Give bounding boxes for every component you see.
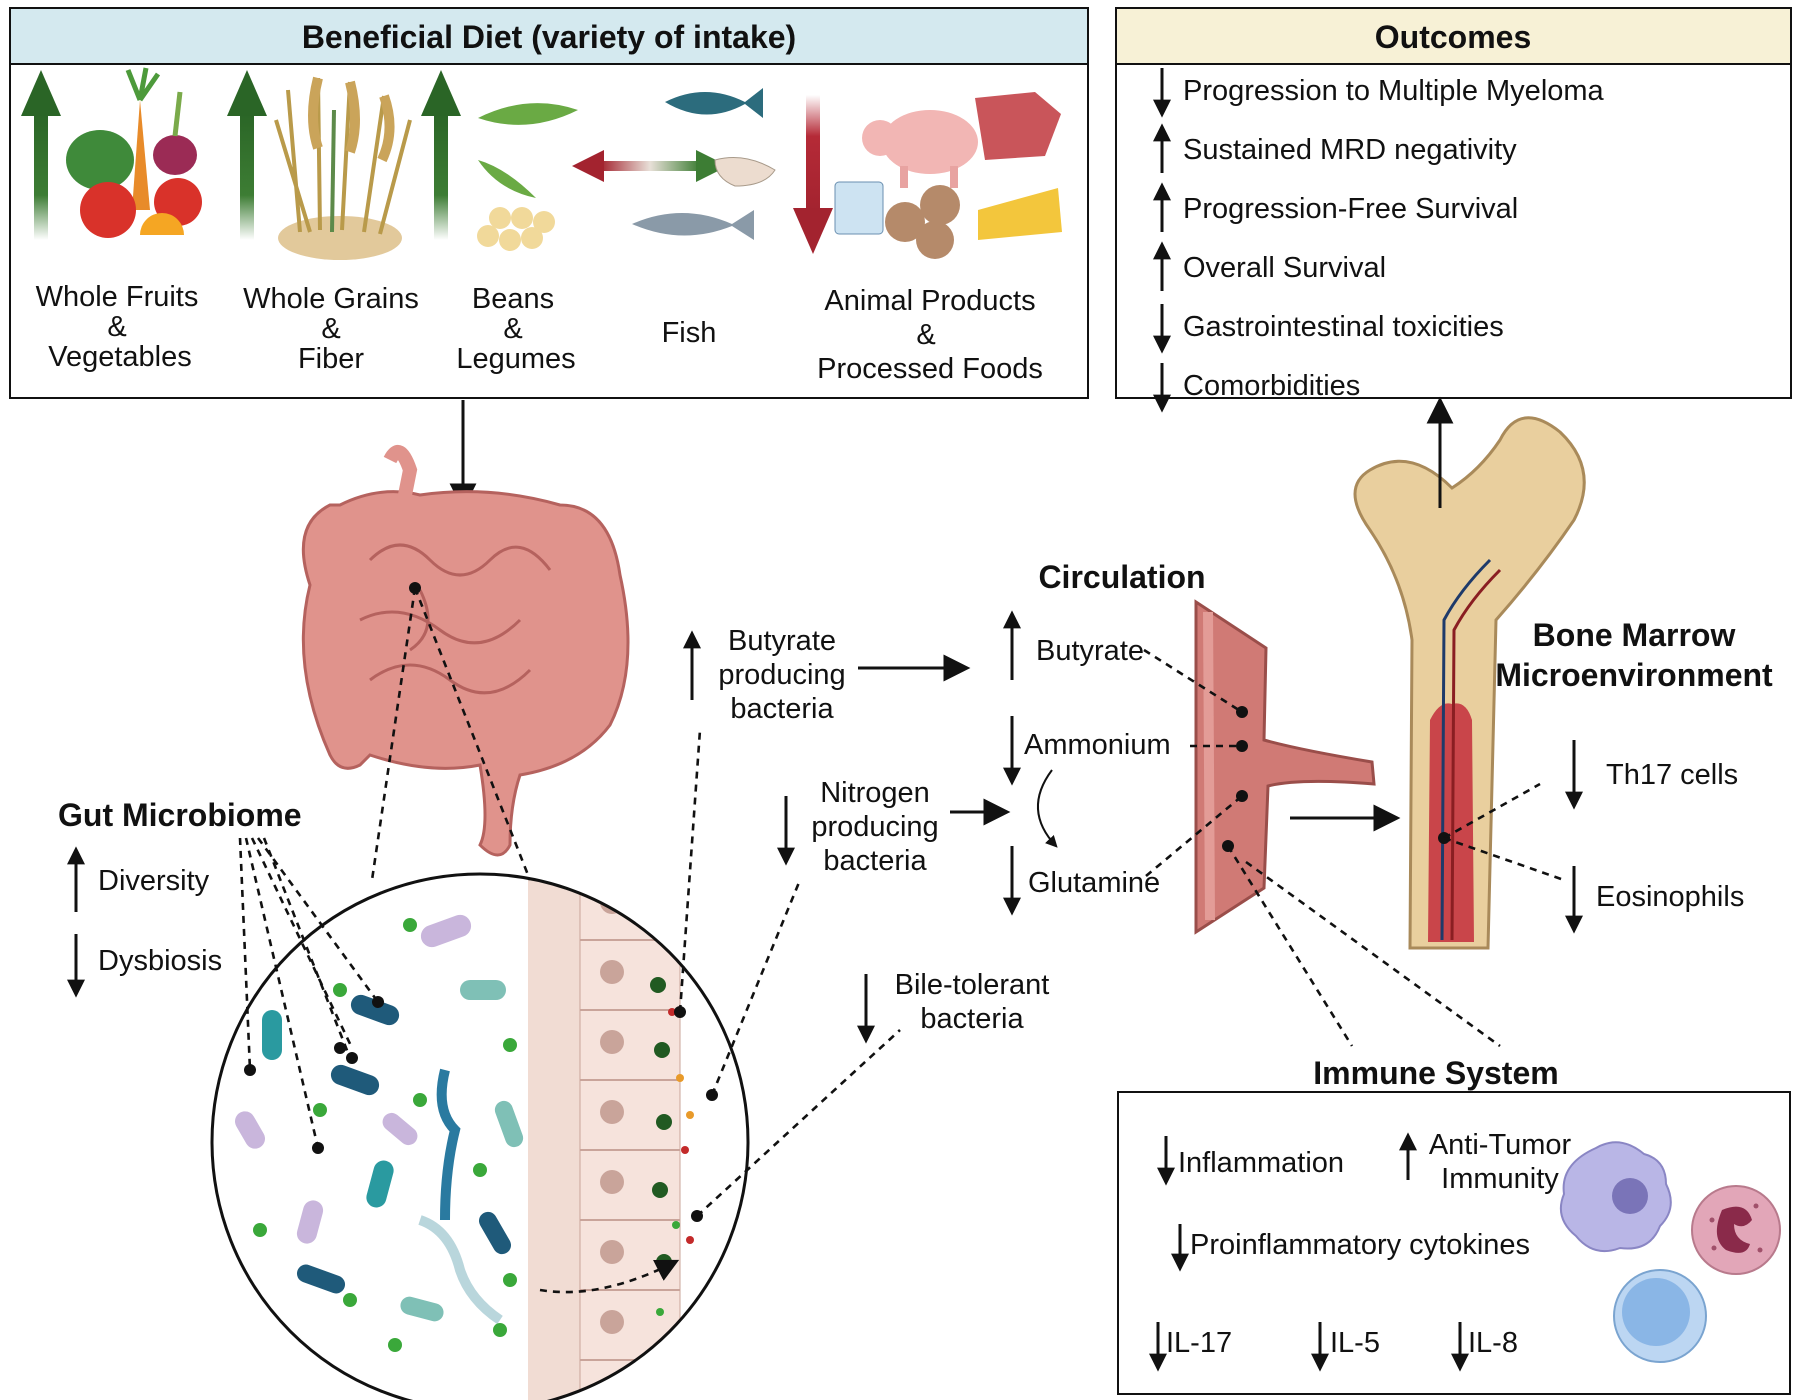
inflammation-label: Inflammation xyxy=(1178,1147,1344,1179)
microbiome-zoom-circle xyxy=(210,872,750,1400)
eosinophils-label: Eosinophils xyxy=(1596,881,1744,913)
circulation-butyrate-label: Butyrate xyxy=(1036,635,1144,667)
outcome-item-label: Progression-Free Survival xyxy=(1183,193,1518,225)
food-label-beans: Beans & Legumes xyxy=(456,283,575,375)
svg-text:Vegetables: Vegetables xyxy=(48,341,192,373)
glutamine-vessel-pointer xyxy=(1145,795,1243,877)
eosinophils-pointer xyxy=(1443,836,1565,882)
antitumor-label: Anti-Tumor Immunity xyxy=(1429,1129,1572,1195)
increase-arrow-fruits xyxy=(21,70,61,240)
svg-text:Whole Fruits: Whole Fruits xyxy=(36,281,199,313)
outcome-item-label: Overall Survival xyxy=(1183,252,1386,284)
svg-text:&: & xyxy=(321,313,340,345)
il17-label: IL-17 xyxy=(1166,1327,1232,1359)
outcomes-title: Outcomes xyxy=(1375,19,1531,55)
circulation-glutamine-label: Glutamine xyxy=(1028,867,1160,899)
butyrate-bacteria-label: Butyrate producing bacteria xyxy=(718,625,845,725)
diversity-label: Diversity xyxy=(98,865,210,897)
intestine-icon xyxy=(301,445,630,857)
svg-text:Immunity: Immunity xyxy=(1441,1163,1559,1195)
cytokines-label: Proinflammatory cytokines xyxy=(1190,1229,1530,1261)
svg-text:bacteria: bacteria xyxy=(920,1003,1024,1035)
nitrogen-bacteria-label: Nitrogen producing bacteria xyxy=(811,777,938,877)
beans-icon xyxy=(477,103,578,251)
svg-text:Bile-tolerant: Bile-tolerant xyxy=(895,969,1050,1001)
microbiome-pointer-dots xyxy=(244,996,384,1154)
svg-text:Fiber: Fiber xyxy=(298,343,364,375)
svg-text:&: & xyxy=(107,311,126,343)
svg-text:Whole Grains: Whole Grains xyxy=(243,283,419,315)
diet-panel: Beneficial Diet (variety of intake) xyxy=(9,7,1089,399)
blood-vessel-icon xyxy=(1194,599,1376,935)
bone-marrow-title: Bone Marrow Microenvironment xyxy=(1495,617,1773,693)
svg-text:bacteria: bacteria xyxy=(730,693,834,725)
svg-text:Microenvironment: Microenvironment xyxy=(1495,657,1773,693)
outcome-item-label: Gastrointestinal toxicities xyxy=(1183,311,1504,343)
outcomes-panel: Outcomes Progression to Multiple Myeloma… xyxy=(1115,7,1792,413)
immune-panel: Inflammation Anti-Tumor Immunity Proinfl… xyxy=(1117,1091,1791,1395)
svg-text:Beans: Beans xyxy=(472,283,554,315)
diet-title: Beneficial Diet (variety of intake) xyxy=(302,19,796,55)
eosinophil-cell-icon xyxy=(1691,1185,1781,1275)
th17-label: Th17 cells xyxy=(1606,759,1738,791)
increase-arrow-beans xyxy=(421,70,461,240)
svg-text:Nitrogen: Nitrogen xyxy=(820,777,930,809)
grains-icon xyxy=(274,76,412,260)
lymphocyte-cell-icon xyxy=(1613,1269,1707,1363)
neutral-arrow-fish xyxy=(572,150,728,182)
food-label-animal: Animal Products & Processed Foods xyxy=(817,285,1043,385)
food-label-fruits: Whole Fruits & Vegetables xyxy=(36,281,199,373)
lumen-to-epithelium-arrow xyxy=(539,1259,680,1294)
decrease-arrow-animal xyxy=(793,95,833,254)
bone-icon xyxy=(1353,416,1586,950)
il8-label: IL-8 xyxy=(1468,1327,1518,1359)
increase-arrow-grains xyxy=(227,70,267,240)
vessel-points xyxy=(1222,706,1248,852)
svg-text:Legumes: Legumes xyxy=(456,343,575,375)
vessel-immune-line-1 xyxy=(1226,845,1354,1047)
immune-system-title: Immune System xyxy=(1313,1055,1558,1091)
bile-bacteria-pointer xyxy=(696,1029,901,1217)
il5-label: IL-5 xyxy=(1330,1327,1380,1359)
outcome-item-label: Progression to Multiple Myeloma xyxy=(1183,75,1605,107)
gut-microbiome-title: Gut Microbiome xyxy=(58,797,302,833)
vessel-immune-line-2 xyxy=(1245,860,1501,1048)
food-label-grains: Whole Grains & Fiber xyxy=(243,283,419,375)
svg-text:producing: producing xyxy=(811,811,938,843)
svg-text:&: & xyxy=(503,313,522,345)
outcome-item-label: Comorbidities xyxy=(1183,370,1360,402)
zoom-line-right xyxy=(413,587,532,881)
dysbiosis-label: Dysbiosis xyxy=(98,945,222,977)
th17-pointer xyxy=(1443,782,1541,840)
ammonium-to-glutamine-arrow xyxy=(1037,769,1058,848)
svg-text:producing: producing xyxy=(718,659,845,691)
svg-text:Butyrate: Butyrate xyxy=(728,625,836,657)
butyrate-bacteria-pointer xyxy=(678,729,702,1013)
outcome-item-label: Sustained MRD negativity xyxy=(1183,134,1517,166)
svg-text:Anti-Tumor: Anti-Tumor xyxy=(1429,1129,1572,1161)
butyrate-vessel-pointer xyxy=(1143,648,1243,714)
svg-text:bacteria: bacteria xyxy=(823,845,927,877)
circulation-title: Circulation xyxy=(1038,559,1205,595)
circulation-ammonium-label: Ammonium xyxy=(1024,729,1171,761)
outcomes-list: Progression to Multiple MyelomaSustained… xyxy=(1153,68,1605,413)
svg-text:Animal Products: Animal Products xyxy=(824,285,1035,317)
svg-text:Bone Marrow: Bone Marrow xyxy=(1533,617,1736,653)
animal-products-icon xyxy=(834,92,1062,259)
macrophage-cell-icon xyxy=(1560,1141,1672,1252)
fish-icon xyxy=(632,88,776,240)
microbiome-pointer-lines xyxy=(238,837,380,1149)
svg-text:Processed Foods: Processed Foods xyxy=(817,353,1043,385)
zoom-line-left xyxy=(370,587,417,881)
food-label-fish: Fish xyxy=(662,317,717,349)
svg-text:&: & xyxy=(916,319,935,351)
bile-bacteria-label: Bile-tolerant bacteria xyxy=(895,969,1050,1035)
vegetables-icon xyxy=(66,67,202,238)
